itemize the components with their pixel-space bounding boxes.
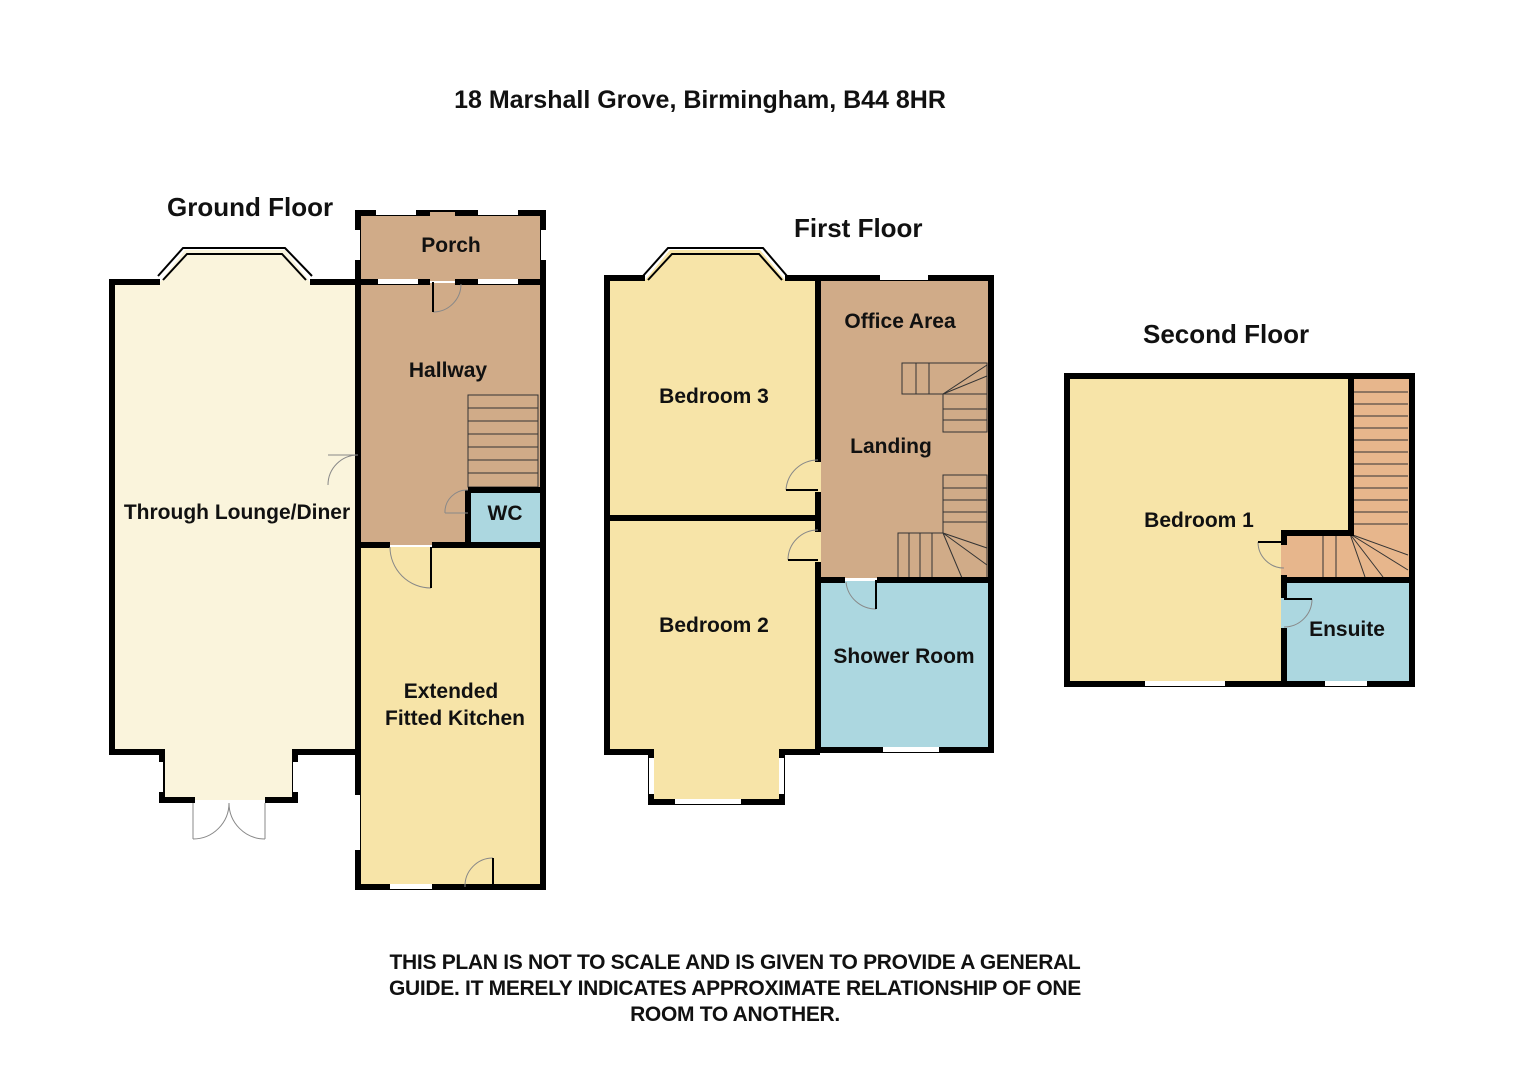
room-label-ensuite: Ensuite — [1309, 618, 1385, 641]
room-label-office: Office Area — [844, 310, 956, 333]
stairs-icon — [1322, 391, 1409, 578]
room-label-kitchen-2: Fitted Kitchen — [385, 707, 525, 730]
disclaimer-text: THIS PLAN IS NOT TO SCALE AND IS GIVEN T… — [340, 950, 1130, 1028]
room-lounge — [112, 250, 358, 800]
property-address-title: 18 Marshall Grove, Birmingham, B44 8HR — [454, 86, 946, 114]
room-bedroom3 — [609, 250, 818, 516]
room-label-bedroom2: Bedroom 2 — [659, 614, 769, 637]
room-porch — [361, 216, 541, 281]
disclaimer-line-3: ROOM TO ANOTHER. — [630, 1003, 840, 1026]
room-label-hallway: Hallway — [409, 359, 488, 382]
room-label-porch: Porch — [421, 234, 481, 257]
second-floor-title: Second Floor — [1143, 319, 1310, 349]
room-label-shower: Shower Room — [833, 645, 974, 668]
room-label-landing: Landing — [850, 435, 932, 458]
disclaimer-line-2: GUIDE. IT MERELY INDICATES APPROXIMATE R… — [388, 977, 1081, 1000]
room-label-lounge: Through Lounge/Diner — [124, 501, 350, 524]
room-landing — [821, 280, 989, 578]
room-bedroom1 — [1069, 378, 1350, 682]
first-floor-plan: Bedroom 3 Office Area Landing Bedroom 2 … — [604, 247, 994, 805]
ground-floor-plan: Porch Hallway Through Lounge/Diner WC Ex… — [109, 210, 546, 890]
first-floor-title: First Floor — [794, 213, 923, 243]
room-label-bedroom1: Bedroom 1 — [1144, 509, 1254, 532]
room-wc — [470, 490, 541, 545]
second-floor-plan: Bedroom 1 Ensuite — [1064, 373, 1415, 687]
room-kitchen — [361, 547, 541, 885]
room-label-wc: WC — [488, 502, 523, 525]
room-label-bedroom3: Bedroom 3 — [659, 385, 769, 408]
stairs-icon — [467, 394, 539, 488]
room-shower — [821, 581, 989, 748]
room-bedroom2 — [609, 520, 818, 800]
stairs-icon — [897, 362, 988, 579]
room-label-kitchen-1: Extended — [404, 680, 499, 703]
disclaimer-line-1: THIS PLAN IS NOT TO SCALE AND IS GIVEN T… — [389, 951, 1081, 974]
ground-floor-title: Ground Floor — [167, 192, 334, 222]
